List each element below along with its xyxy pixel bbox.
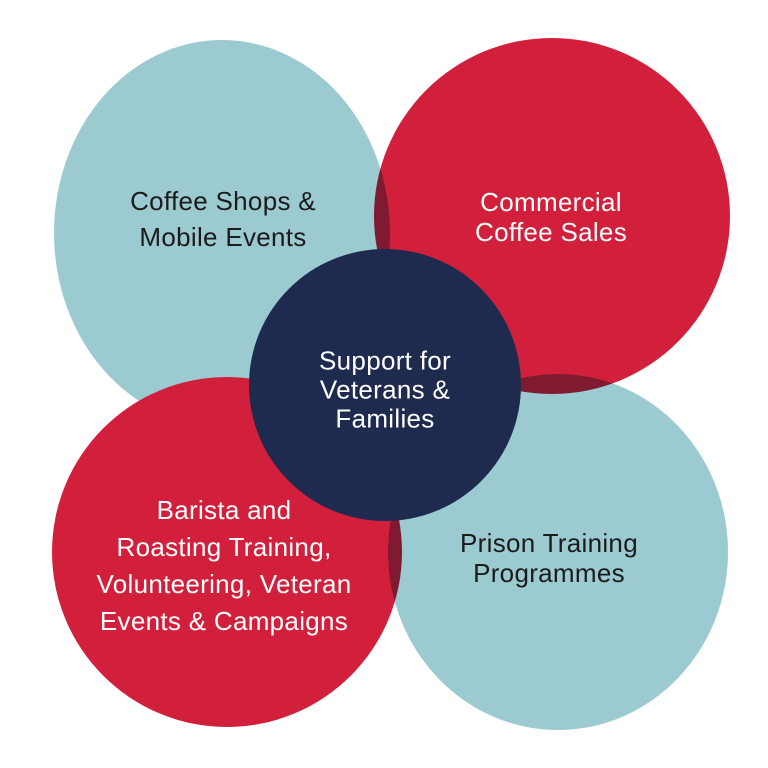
label-prison-training-programmes: Prison Training Programmes [460,528,638,588]
label-line: Commercial [480,187,622,217]
label-commercial-coffee-sales: Commercial Coffee Sales [475,187,627,247]
label-line: Volunteering, Veteran [96,569,352,599]
label-line: Support for [319,345,451,376]
label-line: Prison Training [460,528,638,558]
label-line: Coffee Sales [475,217,627,247]
label-line: Events & Campaigns [99,606,349,636]
label-barista-roasting-training: Barista and Roasting Training, Volunteer… [97,492,352,640]
label-line: Programmes [473,558,625,588]
label-line: Families [335,403,435,434]
label-line: Veterans & [319,374,451,405]
label-support-for-veterans-families: Support for Veterans & Families [319,345,451,434]
label-line: Coffee Shops & [130,186,316,216]
label-coffee-shops-mobile-events: Coffee Shops & Mobile Events [130,183,316,255]
label-line: Roasting Training, [116,532,332,562]
label-line: Barista and [156,495,292,525]
circle-support-for-veterans-families [249,249,521,521]
label-line: Mobile Events [139,222,307,252]
